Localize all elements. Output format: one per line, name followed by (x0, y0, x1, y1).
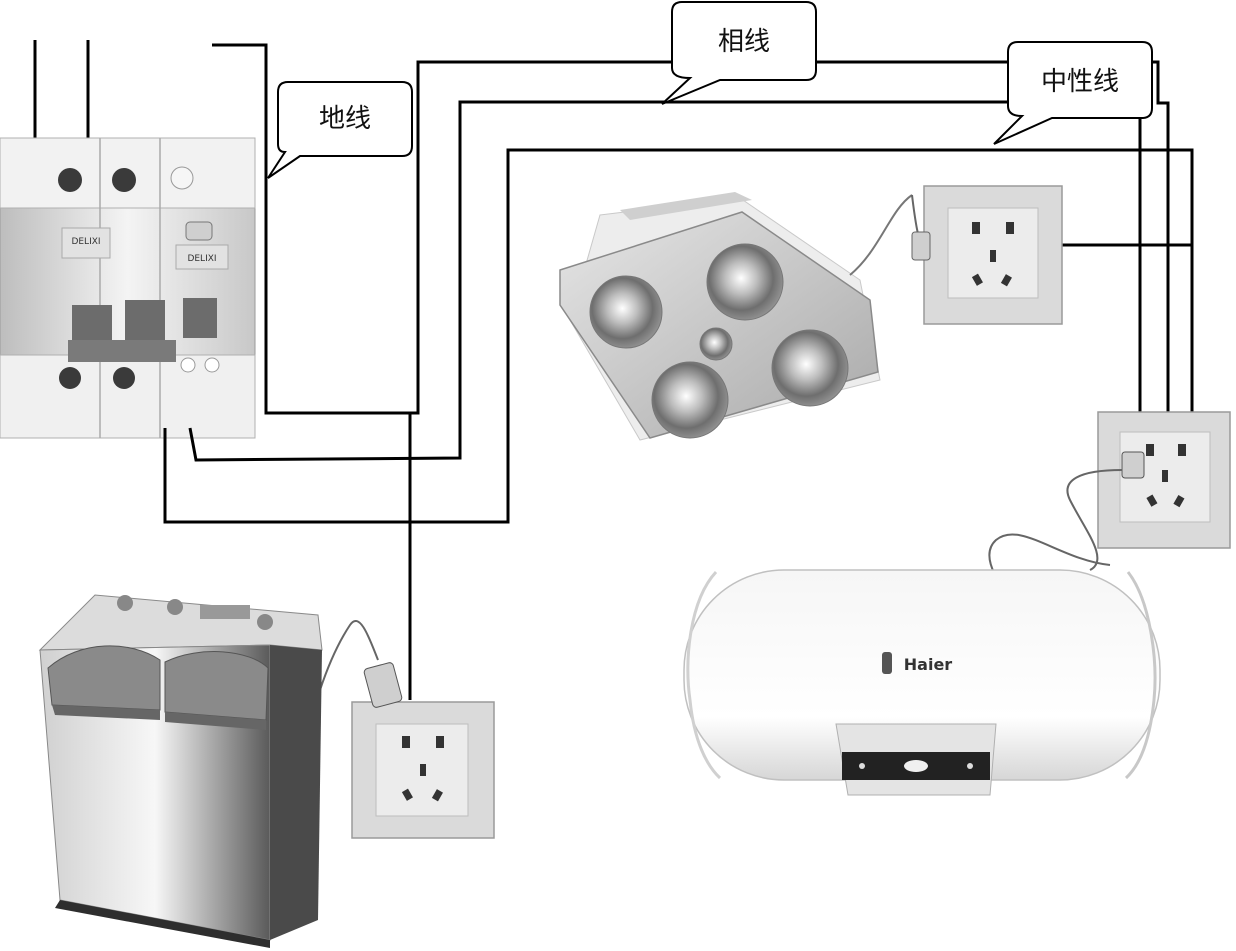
breaker-brand-right: DELIXI (187, 254, 216, 264)
breaker-brand-left: DELIXI (71, 237, 100, 247)
water-heater: Haier (683, 569, 1161, 796)
water-heater-brand: Haier (904, 655, 953, 674)
callout-phase: 相线 (661, 1, 817, 105)
phase-label: 相线 (718, 27, 770, 57)
neutral-wire (163, 148, 1194, 524)
socket-bath-heater (911, 185, 1063, 325)
socket-washing-machine (319, 620, 495, 839)
socket-water-heater (988, 411, 1231, 576)
ground-label: 地线 (319, 104, 371, 134)
callout-neutral: 中性线 (993, 41, 1153, 145)
phase-wire (188, 100, 1142, 462)
circuit-breaker: DELIXI DELIXI (0, 40, 256, 439)
ground-wire (212, 43, 418, 415)
callout-ground: 地线 (267, 81, 413, 179)
bath-heater (559, 192, 913, 441)
neutral-label: 中性线 (1041, 67, 1119, 97)
washing-machine (38, 594, 323, 948)
